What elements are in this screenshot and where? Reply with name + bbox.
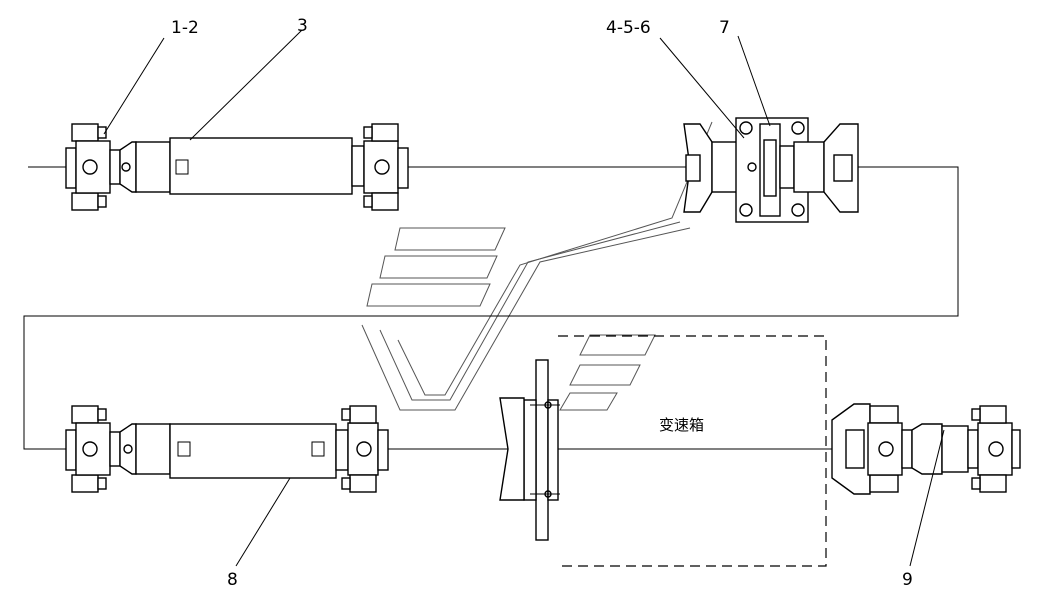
callout-4-5-6: 4-5-6 <box>606 18 651 38</box>
leader-lines <box>103 29 945 567</box>
drive-shaft-bottom-left <box>65 405 389 493</box>
gearbox-input-flange <box>499 359 560 541</box>
gearbox-label: 变速箱 <box>659 416 704 434</box>
callout-8: 8 <box>227 570 238 590</box>
watermark-logo <box>361 121 713 411</box>
callout-9: 9 <box>902 570 913 590</box>
callout-3: 3 <box>297 16 308 36</box>
drive-shaft-top-left <box>65 123 409 211</box>
intermediate-shaft-top-right <box>683 117 859 223</box>
gearbox-outline <box>558 335 827 567</box>
drive-shaft-bottom-right <box>831 403 1021 495</box>
callout-1-2: 1-2 <box>171 18 199 38</box>
callout-7: 7 <box>719 18 730 38</box>
